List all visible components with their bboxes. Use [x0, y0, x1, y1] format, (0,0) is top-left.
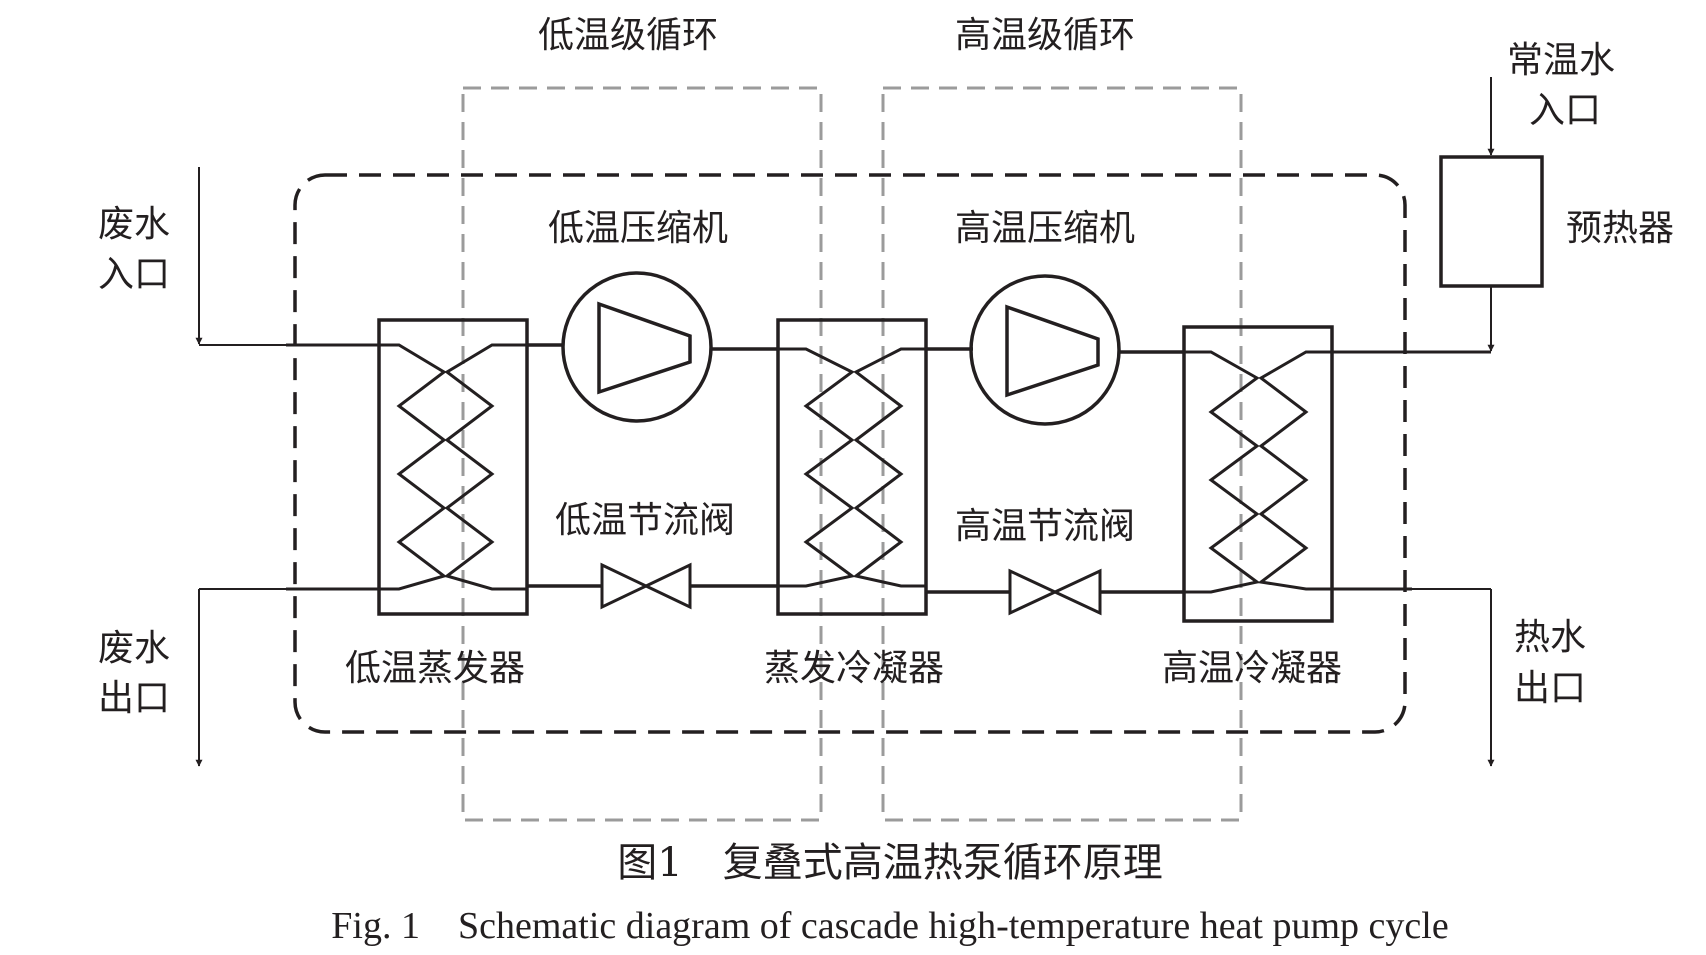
high-throttle-valve-label: 高温节流阀 — [955, 506, 1135, 547]
low-temp-throttle-valve — [600, 562, 692, 610]
low-stage-loop-label: 低温级循环 — [538, 15, 718, 56]
wastewater-inlet-label-line2: 入口 — [98, 254, 170, 295]
high-stage-loop-label: 高温级循环 — [955, 15, 1135, 56]
high-condenser-label: 高温冷凝器 — [1162, 648, 1342, 689]
low-temp-evaporator — [286, 318, 529, 616]
hot-water-outlet-label-line1: 热水 — [1514, 617, 1586, 658]
low-stage-loop-boundary — [461, 86, 823, 822]
ambient-water-inlet-label-line2: 入口 — [1529, 90, 1601, 131]
high-temp-condenser — [1182, 325, 1491, 623]
evaporator-water-coil — [286, 343, 448, 591]
hot-water-outlet-label-line2: 出口 — [1514, 668, 1586, 709]
high-temp-compressor — [969, 274, 1121, 426]
high-temp-throttle-valve — [1008, 568, 1102, 616]
low-throttle-valve-label: 低温节流阀 — [555, 500, 735, 541]
low-temp-compressor — [561, 271, 713, 423]
system-boundary — [293, 173, 1407, 734]
high-compressor-label: 高温压缩机 — [955, 208, 1135, 249]
low-evaporator-label: 低温蒸发器 — [345, 648, 525, 689]
wastewater-inlet-label-line1: 废水 — [98, 204, 170, 245]
high-stage-loop-boundary — [881, 86, 1243, 822]
cascade-high-side-coil — [852, 347, 926, 588]
low-compressor-label: 低温压缩机 — [548, 208, 728, 249]
figure-caption-chinese: 图1 复叠式高温热泵循环原理 — [617, 840, 1162, 886]
cascade-low-side-coil — [778, 347, 856, 588]
evaporator-condenser-label: 蒸发冷凝器 — [764, 648, 944, 689]
wastewater-outlet-label-line1: 废水 — [98, 628, 170, 669]
ambient-water-inlet-label-line1: 常温水 — [1507, 40, 1615, 81]
condenser-refrigerant-coil — [1184, 350, 1261, 594]
wastewater-outlet-label-line2: 出口 — [98, 678, 170, 719]
condenser-water-coil — [1257, 350, 1491, 591]
preheater — [1439, 155, 1544, 288]
figure-caption-english: Fig. 1 Schematic diagram of cascade high… — [331, 905, 1448, 947]
evaporator-refrigerant-coil — [443, 343, 527, 591]
preheater-label: 预热器 — [1566, 208, 1674, 249]
evaporator-condenser — [776, 318, 928, 616]
